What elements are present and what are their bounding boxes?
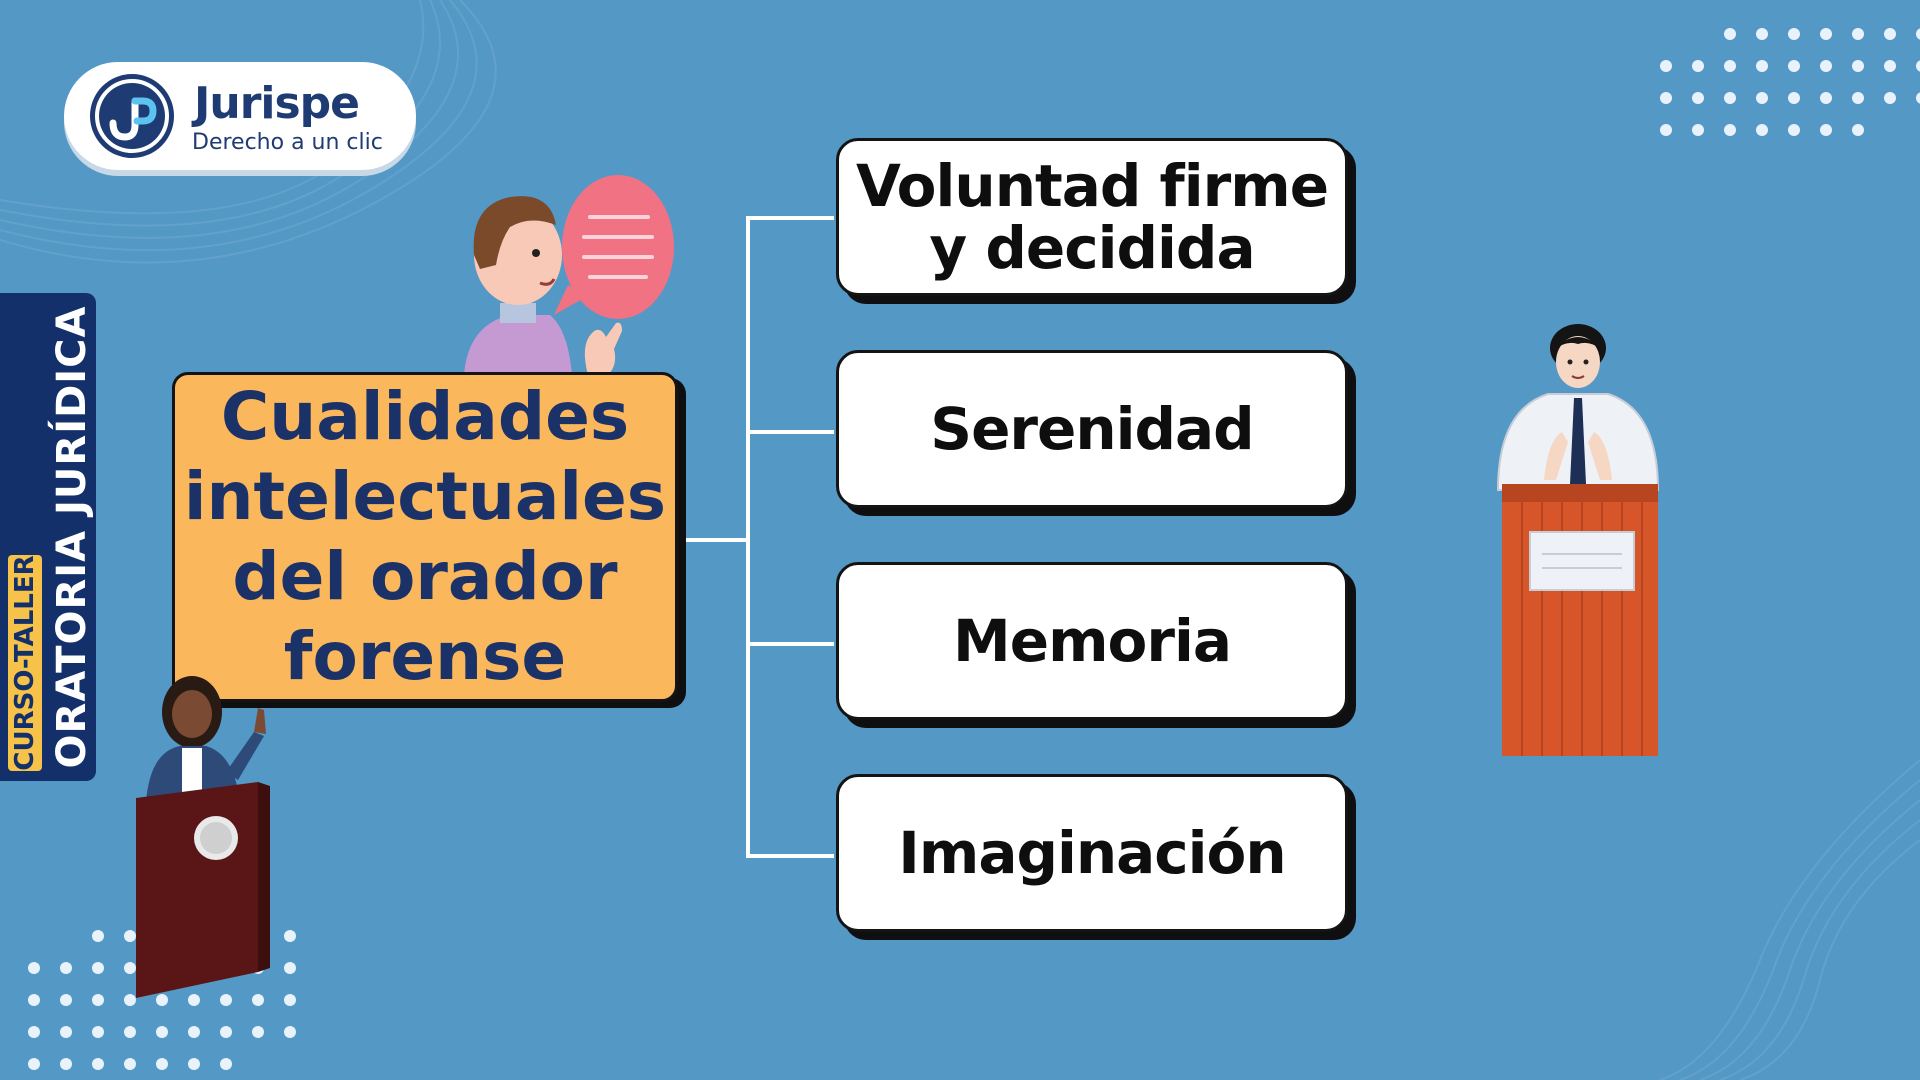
decorative-dot <box>1884 28 1896 40</box>
decorative-dot <box>1852 28 1864 40</box>
decorative-dot <box>188 1026 200 1038</box>
item-node-imaginacion: Imaginación <box>836 774 1348 932</box>
item-node-voluntad: Voluntad firme y decidida <box>836 138 1348 296</box>
decorative-dot <box>124 1058 136 1070</box>
decorative-dot <box>28 962 40 974</box>
decorative-dot <box>284 930 296 942</box>
decorative-dot <box>1660 92 1672 104</box>
decorative-dot <box>188 994 200 1006</box>
root-node-label: Cualidades intelectuales del orador fore… <box>183 378 667 695</box>
decorative-dot <box>1788 28 1800 40</box>
decorative-dot <box>1820 92 1832 104</box>
decorative-dot <box>60 994 72 1006</box>
decorative-dot <box>60 962 72 974</box>
decorative-dot <box>284 994 296 1006</box>
decorative-dot <box>28 994 40 1006</box>
decorative-dot <box>92 1058 104 1070</box>
logo-name: Jurispe <box>194 78 360 129</box>
decorative-dot <box>1724 28 1736 40</box>
connector-root <box>686 538 750 542</box>
decorative-dot <box>92 962 104 974</box>
decorative-dot <box>1916 92 1920 104</box>
course-label: CURSO-TALLER <box>10 555 40 771</box>
decorative-dot <box>92 1026 104 1038</box>
item-node-label: Imaginación <box>898 819 1286 887</box>
decorative-dot <box>92 930 104 942</box>
man-speaking-illustration-icon <box>464 175 674 375</box>
root-node: Cualidades intelectuales del orador fore… <box>172 372 678 702</box>
decorative-dot <box>1884 92 1896 104</box>
decorative-dot <box>156 1026 168 1038</box>
decorative-dot <box>1820 124 1832 136</box>
decorative-dot <box>220 994 232 1006</box>
decorative-dot <box>220 1058 232 1070</box>
item-node-label: Memoria <box>953 607 1232 675</box>
course-title: ORATORIA JURÍDICA <box>49 305 95 769</box>
decorative-dot <box>1692 124 1704 136</box>
decorative-dot <box>1756 28 1768 40</box>
item-node-label: Serenidad <box>930 395 1254 463</box>
decorative-dot <box>1756 92 1768 104</box>
item-node-serenidad: Serenidad <box>836 350 1348 508</box>
decorative-dot <box>60 1026 72 1038</box>
decorative-dot <box>1660 60 1672 72</box>
decorative-dot <box>1692 92 1704 104</box>
decorative-dot <box>1852 60 1864 72</box>
decorative-dot <box>156 994 168 1006</box>
decorative-dot <box>1788 60 1800 72</box>
course-tab: CURSO-TALLER ORATORIA JURÍDICA <box>0 293 96 781</box>
decorative-dot <box>92 994 104 1006</box>
decorative-dot <box>1788 92 1800 104</box>
man-at-podium-illustration-icon <box>1496 324 1660 756</box>
decorative-dot <box>1756 60 1768 72</box>
item-node-memoria: Memoria <box>836 562 1348 720</box>
decorative-dot <box>284 962 296 974</box>
connector-item-4 <box>746 854 834 858</box>
decorative-dot <box>1756 124 1768 136</box>
decorative-dot <box>1660 124 1672 136</box>
decorative-dot <box>188 1058 200 1070</box>
decorative-dot <box>1724 92 1736 104</box>
decorative-dot <box>1788 124 1800 136</box>
decorative-dot <box>1820 28 1832 40</box>
logo-tagline: Derecho a un clic <box>192 130 383 155</box>
brand-logo[interactable]: Jurispe Derecho a un clic <box>64 62 416 170</box>
connector-item-1 <box>746 216 834 220</box>
decorative-dot <box>124 994 136 1006</box>
decorative-dot <box>1884 60 1896 72</box>
logo-mark <box>90 74 174 158</box>
woman-at-podium-illustration-icon <box>136 676 270 998</box>
decorative-dot <box>1692 60 1704 72</box>
item-node-label: Voluntad firme y decidida <box>855 152 1329 282</box>
decorative-dot <box>28 1058 40 1070</box>
connector-trunk <box>746 216 750 858</box>
decorative-dot <box>1724 60 1736 72</box>
decorative-dot <box>1916 28 1920 40</box>
decorative-dot <box>284 1026 296 1038</box>
decorative-dot <box>1916 60 1920 72</box>
decorative-dot <box>28 1026 40 1038</box>
decorative-dot <box>1820 60 1832 72</box>
decorative-dot <box>220 1026 232 1038</box>
decorative-dot <box>60 1058 72 1070</box>
decorative-dot <box>252 994 264 1006</box>
decorative-dot <box>124 962 136 974</box>
decorative-dot <box>156 1058 168 1070</box>
connector-item-3 <box>746 642 834 646</box>
speech-bubble-icon <box>554 175 674 319</box>
decorative-dot <box>1724 124 1736 136</box>
course-label-badge <box>8 555 42 771</box>
decorative-dot <box>124 930 136 942</box>
connector-item-2 <box>746 430 834 434</box>
decorative-dot <box>1852 124 1864 136</box>
decorative-dot <box>1852 92 1864 104</box>
logo-mark-icon <box>99 83 165 149</box>
decorative-dot <box>124 1026 136 1038</box>
decorative-dot <box>252 1026 264 1038</box>
